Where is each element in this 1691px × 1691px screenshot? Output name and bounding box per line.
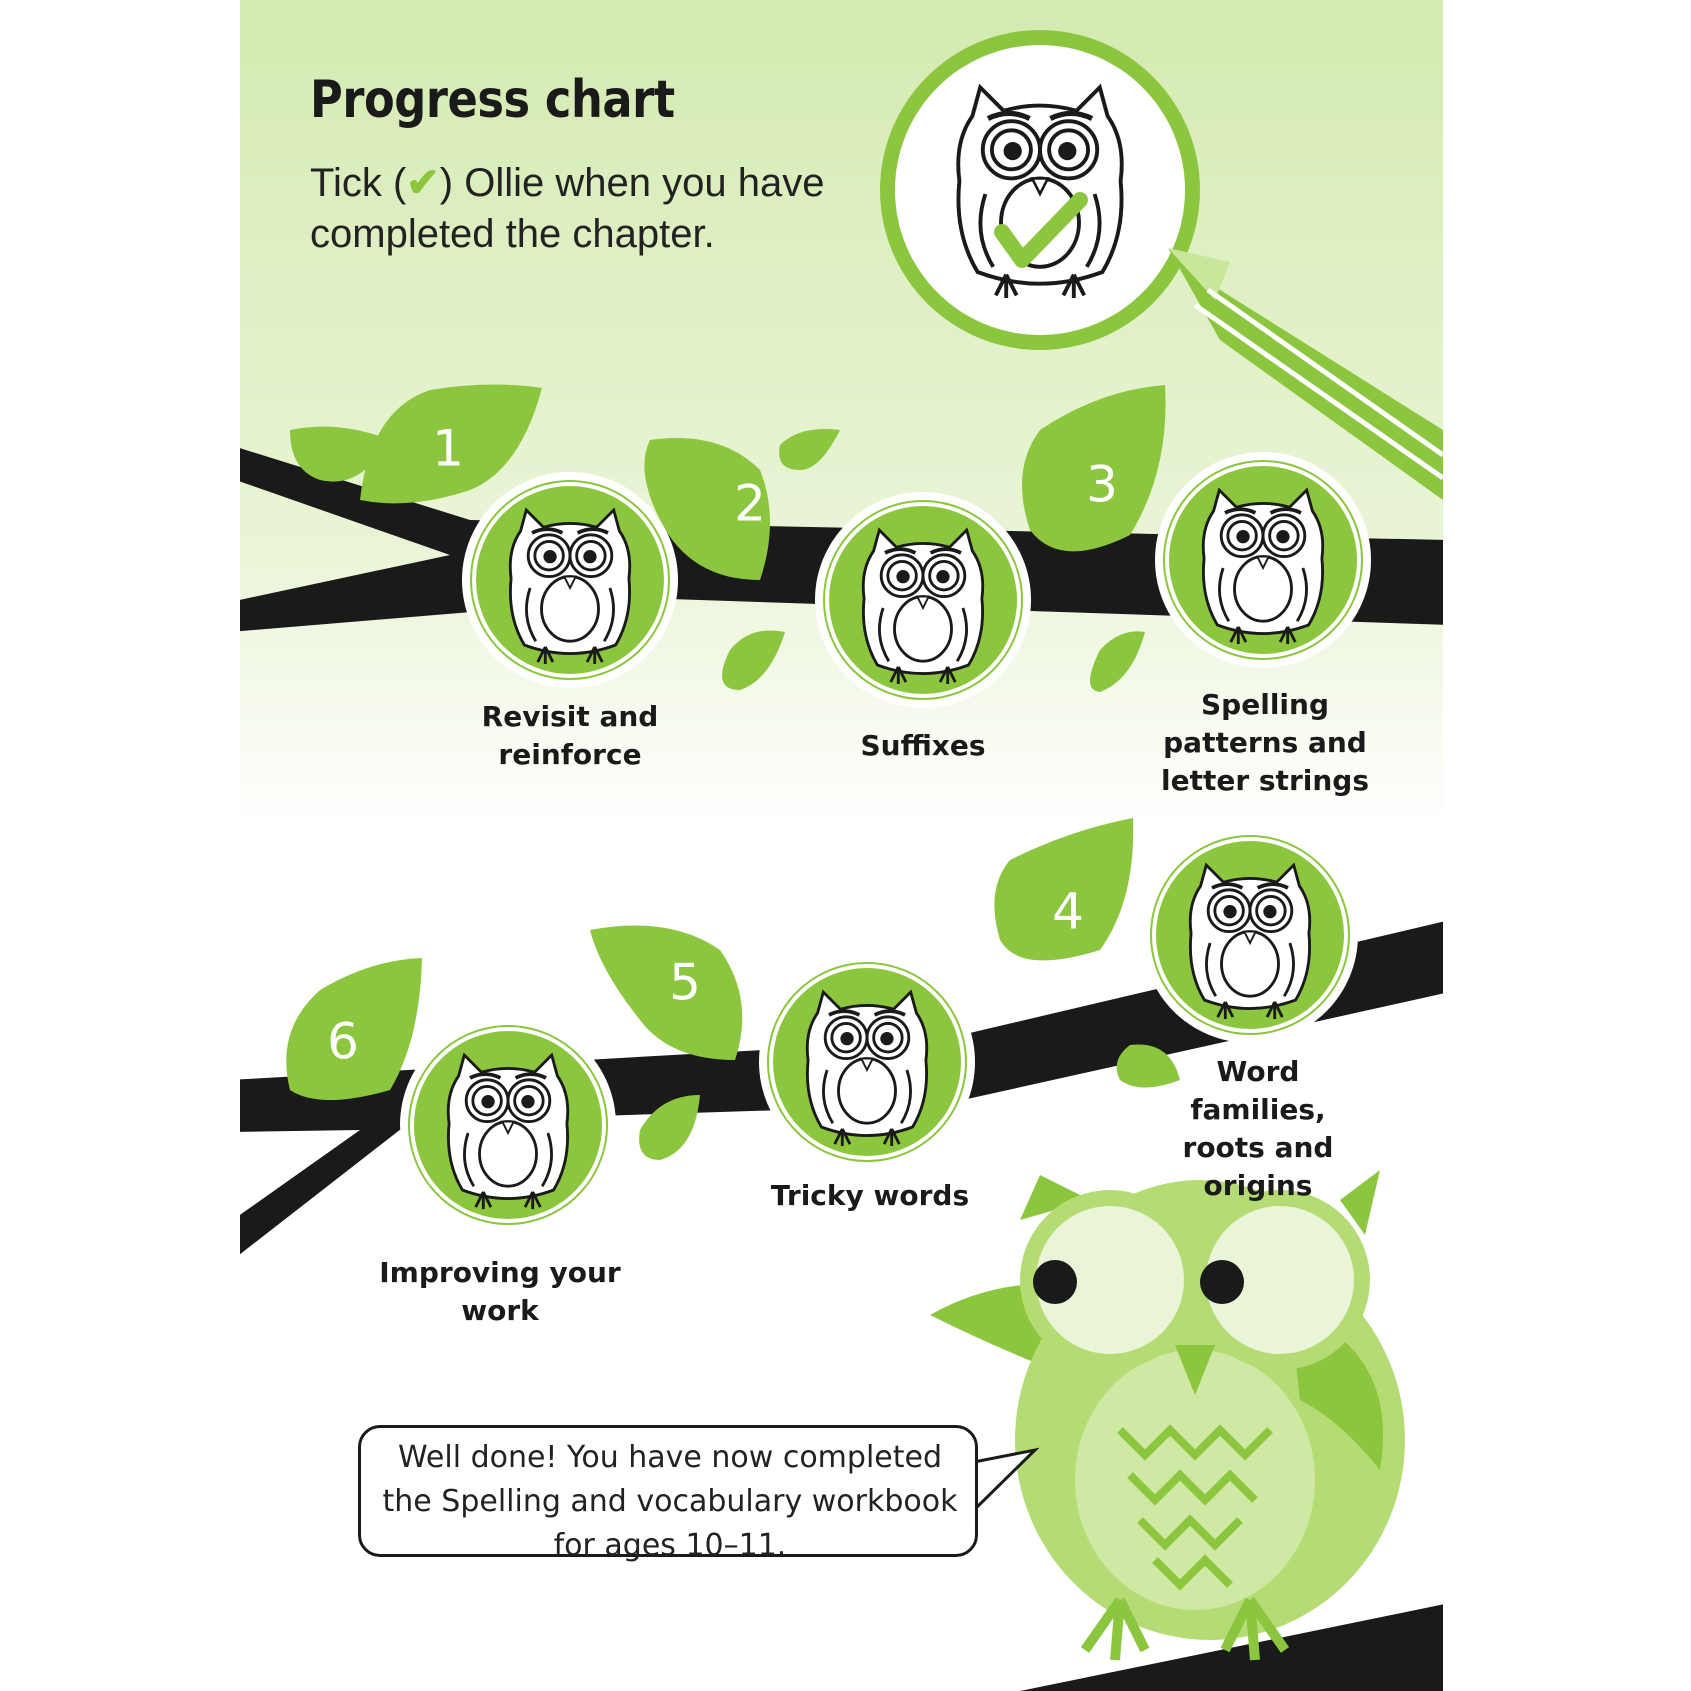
chapter-label-2: Suffixes xyxy=(860,729,986,762)
page-title: Progress chart xyxy=(310,70,675,130)
instruction-after: ) Ollie when you have completed the chap… xyxy=(310,161,825,256)
leaf xyxy=(639,1095,700,1160)
speech-bubble-tail xyxy=(972,1447,1040,1512)
leaf xyxy=(722,630,785,690)
leaf xyxy=(1090,631,1145,692)
chapter-label-1: Revisit and reinforce xyxy=(481,700,659,771)
speech-bubble xyxy=(358,1425,978,1557)
example-ticked-owl xyxy=(880,30,1200,350)
chapter-number-3: 3 xyxy=(1086,456,1118,514)
chapter-number-4: 4 xyxy=(1052,883,1084,941)
progress-chart-page: 1 2 3 4 5 6 xyxy=(240,0,1443,1691)
instruction-before: Tick ( xyxy=(310,161,407,205)
leaf-number-3: 3 xyxy=(1022,385,1166,552)
owl-badge-4[interactable] xyxy=(1142,827,1358,1043)
chapter-number-2: 2 xyxy=(734,475,766,533)
leaf-number-4: 4 xyxy=(994,818,1134,961)
chapter-label-5: Tricky words xyxy=(770,1179,970,1212)
leaf-number-2: 2 xyxy=(644,438,770,580)
chapter-number-1: 1 xyxy=(432,420,464,478)
leaf-number-6: 6 xyxy=(286,958,422,1100)
owl-badge-5[interactable] xyxy=(759,954,975,1170)
chapter-label-4: Word families, roots and origins xyxy=(1182,1055,1334,1202)
instruction-text: Tick (✔) Ollie when you have completed t… xyxy=(310,158,1010,260)
chapter-number-5: 5 xyxy=(669,954,701,1012)
speech-bubble-text: Well done! You have now completed the Sp… xyxy=(382,1440,958,1563)
leaf xyxy=(290,426,390,482)
pencil-icon xyxy=(1168,248,1443,500)
illustration: 1 2 3 4 5 6 xyxy=(240,30,1443,1691)
chapter-label-6: Improving your work xyxy=(379,1256,621,1327)
chapter-number-6: 6 xyxy=(327,1013,359,1071)
leaf-number-1: 1 xyxy=(360,384,542,504)
big-green-owl xyxy=(930,1170,1405,1661)
tick-icon: ✔ xyxy=(406,161,440,205)
owl-badge-1[interactable] xyxy=(462,472,678,688)
owl-badge-2[interactable] xyxy=(815,492,1031,708)
leaf xyxy=(1116,1044,1180,1088)
leaf-number-5: 5 xyxy=(590,925,743,1060)
leaf xyxy=(779,429,840,470)
chapter-label-3: Spelling patterns and letter strings xyxy=(1160,688,1369,797)
owl-badge-6[interactable] xyxy=(400,1017,616,1233)
owl-badge-3[interactable] xyxy=(1155,452,1371,668)
check-icon xyxy=(994,192,1088,268)
